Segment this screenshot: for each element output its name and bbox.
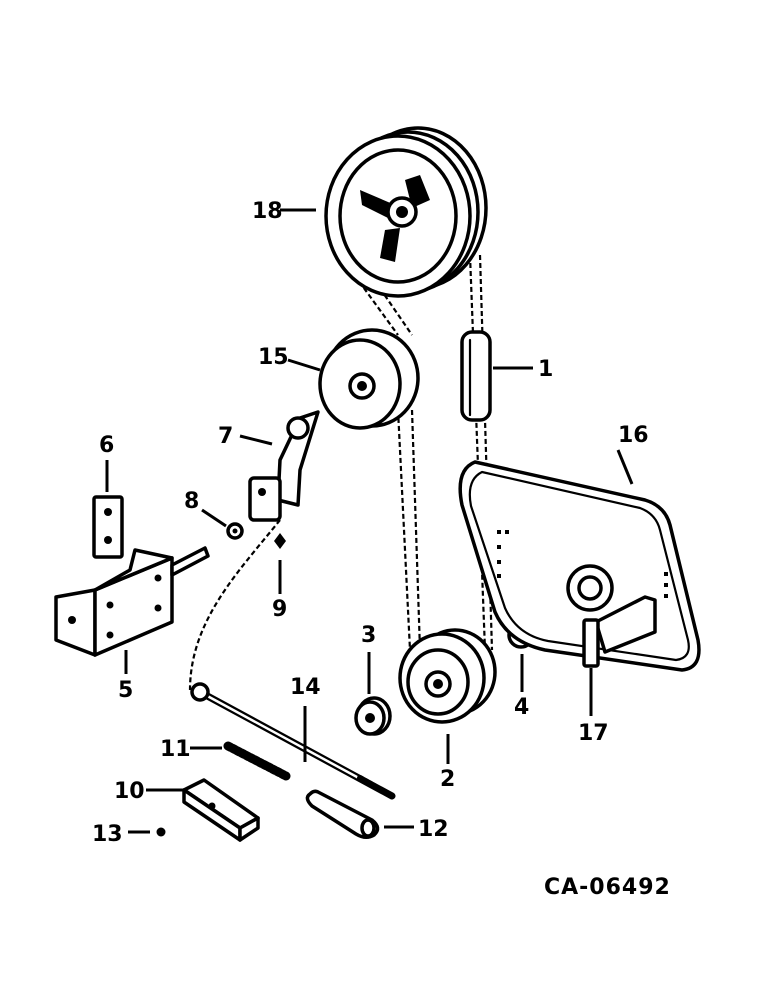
washer bbox=[156, 827, 166, 837]
idler-arm bbox=[248, 410, 320, 522]
callout-7: 7 bbox=[218, 424, 233, 449]
callout-10: 10 bbox=[114, 779, 145, 804]
leader-lines bbox=[105, 208, 634, 834]
callout-12: 12 bbox=[418, 817, 449, 842]
callout-15: 15 bbox=[258, 345, 289, 370]
belt-sleeve bbox=[460, 330, 492, 422]
callout-1: 1 bbox=[538, 357, 553, 382]
callout-6: 6 bbox=[99, 433, 114, 458]
callout-14: 14 bbox=[290, 675, 321, 700]
callout-18: 18 bbox=[252, 199, 283, 224]
bracket bbox=[54, 546, 210, 657]
callout-11: 11 bbox=[160, 737, 191, 762]
callout-9: 9 bbox=[272, 597, 287, 622]
callout-5: 5 bbox=[118, 678, 133, 703]
nut bbox=[226, 522, 244, 540]
callout-labels: 18 1 15 16 7 6 8 9 5 3 2 4 17 14 11 10 1… bbox=[92, 199, 649, 847]
large-pulley bbox=[324, 126, 488, 298]
callout-3: 3 bbox=[361, 623, 376, 648]
sleeve bbox=[305, 789, 380, 839]
callout-16: 16 bbox=[618, 423, 649, 448]
spacer bbox=[354, 696, 392, 736]
double-pulley bbox=[398, 628, 497, 724]
callout-13: 13 bbox=[92, 822, 123, 847]
callout-8: 8 bbox=[184, 489, 199, 514]
belt-paths bbox=[188, 254, 494, 691]
rod bbox=[190, 682, 396, 800]
spring bbox=[223, 741, 291, 781]
channel-bracket bbox=[182, 778, 260, 842]
idler-pulley bbox=[318, 328, 420, 430]
callout-17: 17 bbox=[578, 721, 609, 746]
support-bracket bbox=[582, 595, 657, 668]
key bbox=[274, 533, 286, 549]
plate bbox=[92, 495, 124, 559]
flat-belt bbox=[458, 460, 701, 672]
callout-4: 4 bbox=[514, 695, 529, 720]
callout-2: 2 bbox=[440, 767, 455, 792]
drawing-code: CA-06492 bbox=[544, 875, 671, 900]
